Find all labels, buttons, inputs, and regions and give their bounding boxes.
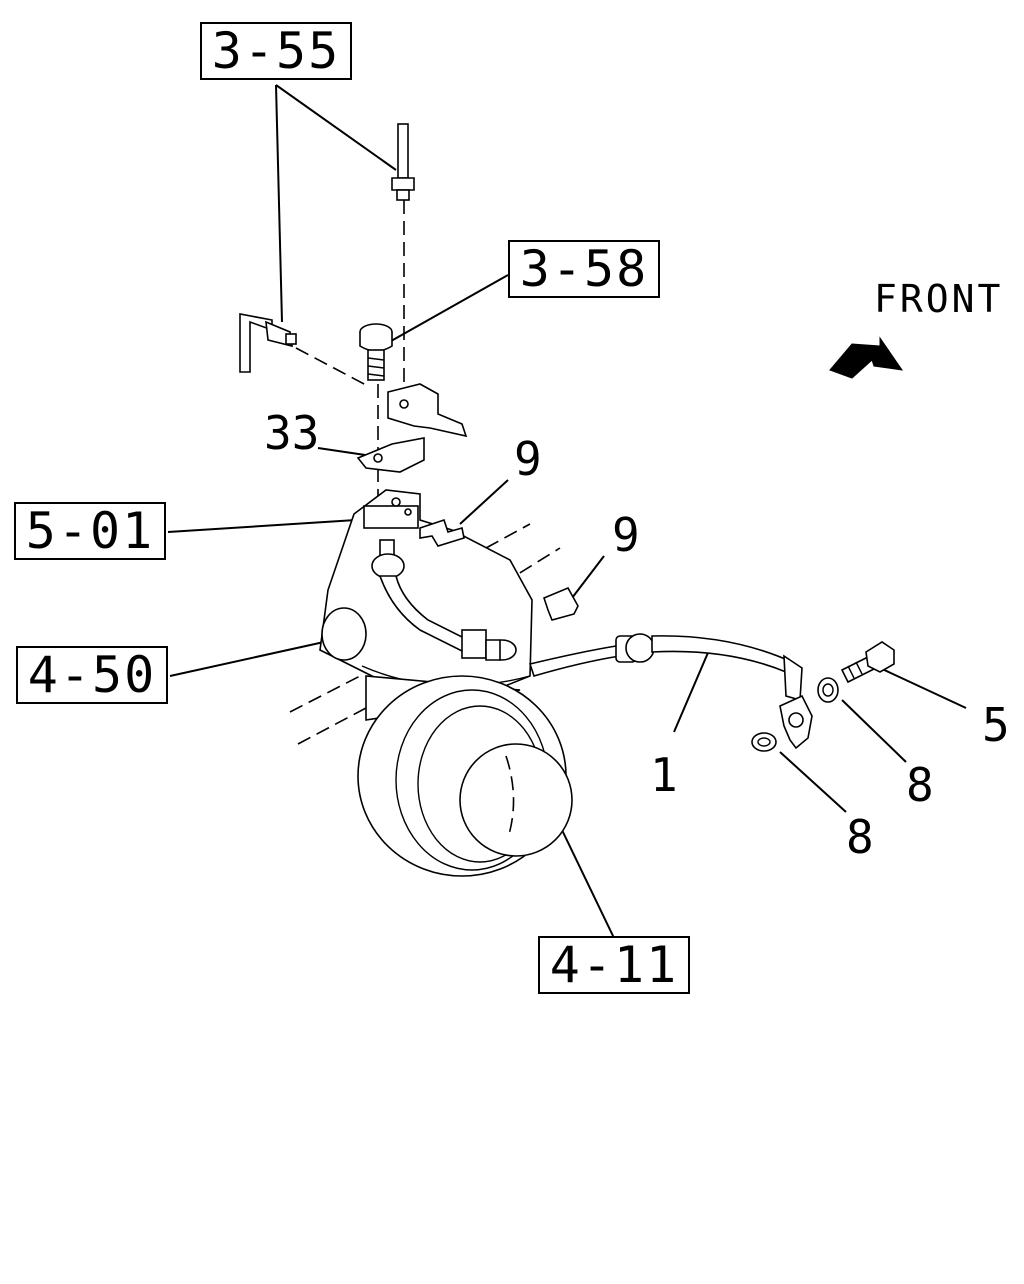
bracket-33 (356, 437, 425, 473)
leader-5 (879, 667, 967, 709)
housing-tube (371, 539, 517, 661)
ref-label-33: 33 (264, 406, 320, 460)
upper-bracket (387, 383, 468, 438)
leader-8-b (779, 751, 847, 813)
leader-8-a (841, 699, 907, 763)
leader-3-58 (383, 274, 509, 346)
ref-label-8-right: 8 (906, 758, 934, 812)
leader-3-55-a (275, 84, 283, 323)
hose-1 (528, 633, 813, 750)
leader-3-55-b (275, 84, 397, 171)
leader-lines (167, 84, 967, 939)
ref-box-3-55: 3-55 (200, 22, 352, 80)
leader-4-11 (561, 829, 615, 939)
ref-box-5-01: 5-01 (14, 502, 166, 560)
ref-label-8-left: 8 (846, 810, 874, 864)
front-arrow-icon (829, 336, 904, 379)
ref-box-3-58: 3-58 (508, 240, 660, 298)
leader-5-01 (167, 519, 357, 533)
leader-9-b (571, 555, 605, 599)
round-body-4-11 (357, 675, 573, 877)
leader-9-a (459, 479, 509, 525)
leader-4-50 (169, 641, 325, 677)
upper-rod (391, 123, 415, 201)
leader-1 (673, 647, 711, 733)
ref-label-1: 1 (650, 748, 678, 802)
ref-box-4-11: 4-11 (538, 936, 690, 994)
ref-label-9-lower: 9 (612, 508, 640, 562)
clips-9 (419, 518, 579, 621)
ref-label-9-upper: 9 (514, 432, 542, 486)
bolt-3-58 (359, 323, 393, 381)
cap-4-50 (321, 607, 367, 661)
bolt-5 (840, 641, 895, 684)
housing-5-01 (319, 489, 533, 697)
l-pipe (239, 313, 297, 373)
leader-33 (317, 447, 373, 457)
ref-box-4-50: 4-50 (16, 646, 168, 704)
washers-8 (751, 677, 839, 752)
ref-label-5: 5 (982, 698, 1010, 752)
assembly-lines (289, 200, 561, 745)
front-direction-label: FRONT (874, 277, 1004, 321)
